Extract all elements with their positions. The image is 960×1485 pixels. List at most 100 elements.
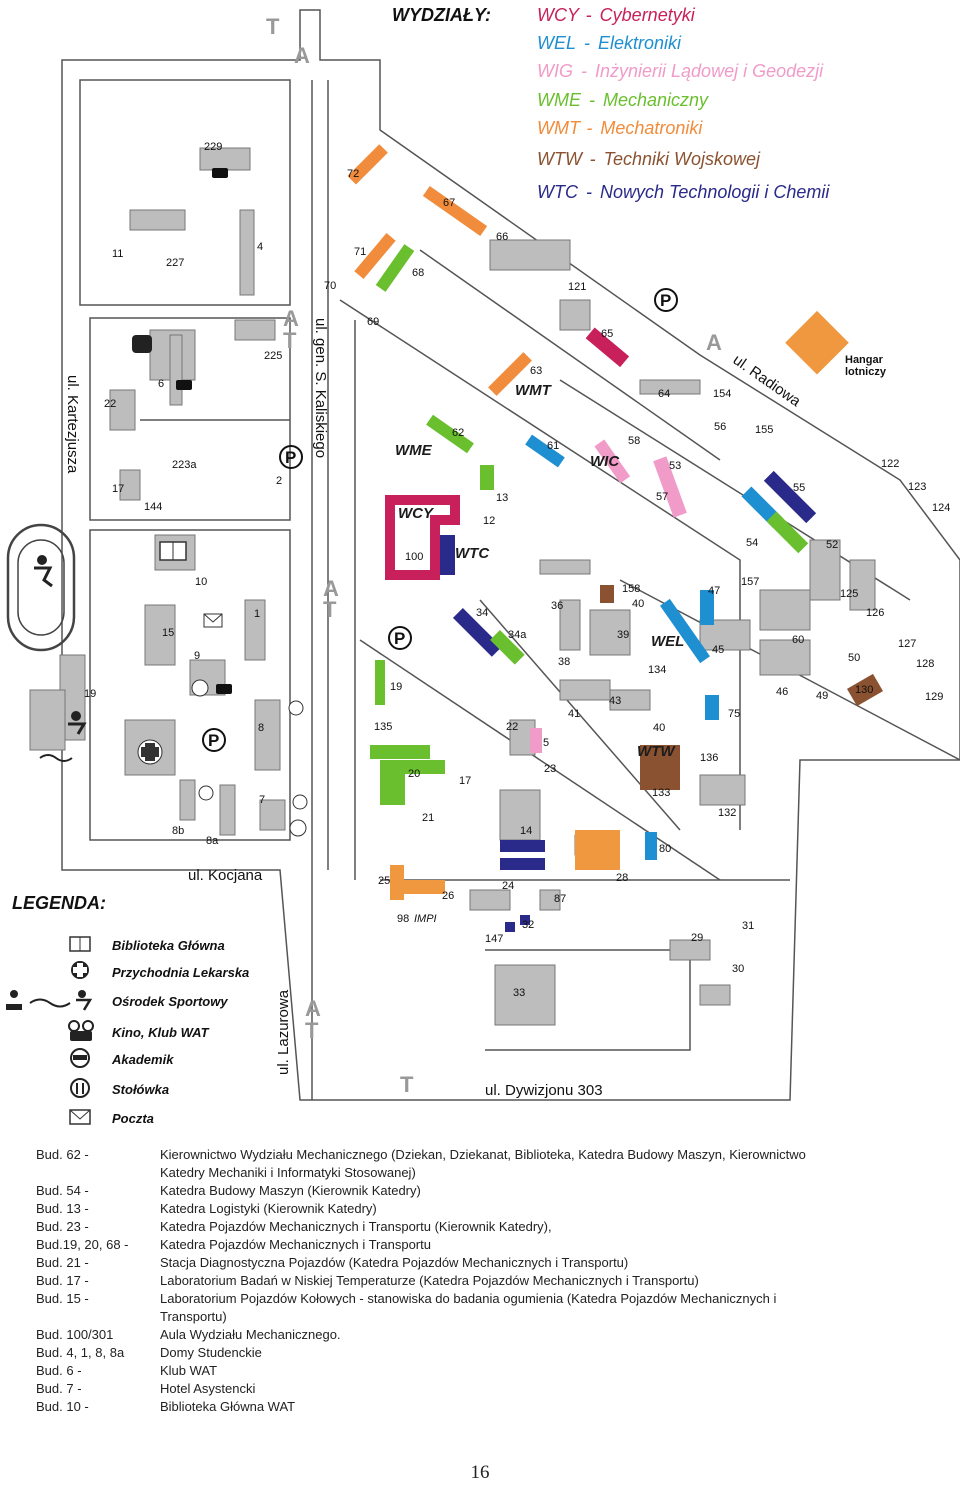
bed-icon — [292, 794, 308, 810]
street-dywizjonu: ul. Dywizjonu 303 — [485, 1082, 603, 1099]
note-key: Bud. 13 - — [36, 1201, 89, 1216]
svg-text:147: 147 — [485, 933, 503, 945]
svg-text:14: 14 — [520, 825, 532, 837]
book-icon — [159, 541, 187, 561]
label-wme: WME — [395, 442, 433, 459]
svg-text:229: 229 — [204, 141, 222, 153]
svg-text:133: 133 — [652, 787, 670, 799]
svg-text:13: 13 — [496, 492, 508, 504]
svg-text:20: 20 — [408, 768, 420, 780]
svg-text:100: 100 — [405, 551, 423, 563]
svg-text:50: 50 — [848, 652, 860, 664]
cinema-projector-icon — [132, 335, 152, 353]
note-key: Bud. 4, 1, 8, 8a — [36, 1345, 125, 1360]
svg-text:155: 155 — [755, 424, 773, 436]
svg-text:227: 227 — [166, 257, 184, 269]
svg-text:134: 134 — [648, 664, 666, 676]
note-row: Bud. 13 - Katedra Logistyki (Kierownik Ka… — [36, 1200, 936, 1218]
faculty-code: WME — [537, 90, 582, 110]
cafe-icon — [216, 684, 232, 694]
hangar-label-2: lotniczy — [845, 366, 887, 378]
note-row: Bud. 6 -Klub WAT — [36, 1362, 936, 1380]
legend-item-label: Poczta — [112, 1111, 154, 1126]
tram-stop-icon: T — [283, 328, 297, 353]
svg-text:40: 40 — [653, 722, 665, 734]
sports-icon — [6, 990, 93, 1011]
note-row: Bud. 21 -Stacja Diagnostyczna Pojazdów (… — [36, 1254, 936, 1272]
svg-text:19: 19 — [390, 681, 402, 693]
svg-text:136: 136 — [700, 752, 718, 764]
svg-text:1: 1 — [254, 608, 260, 620]
legend-item-label: Ośrodek Sportowy — [112, 994, 228, 1009]
tram-stop-icon: T — [305, 1018, 319, 1043]
svg-text:31: 31 — [742, 920, 754, 932]
svg-text:135: 135 — [374, 721, 392, 733]
hangar-label: Hangar — [845, 354, 884, 366]
cutlery-icon — [289, 819, 307, 837]
legend-item-label: Przychodnia Lekarska — [112, 965, 249, 980]
svg-text:34: 34 — [476, 607, 488, 619]
note-value: Transportu) — [160, 1309, 227, 1324]
note-key: Bud.19, 20, 68 - — [36, 1237, 129, 1252]
svg-text:WME-Mechaniczny: WME-Mechaniczny — [537, 90, 709, 110]
note-row: Bud. 15 -Laboratorium Pojazdów Kołowych … — [36, 1290, 936, 1308]
svg-text:32: 32 — [522, 919, 534, 931]
cafe-icon — [176, 380, 192, 390]
tram-stop-icon: T — [323, 597, 337, 622]
svg-text:WTC-Nowych Technologii i Chemi: WTC-Nowych Technologii i Chemii — [537, 182, 830, 202]
note-value: Katedra Logistyki (Kierownik Katedry) — [160, 1201, 377, 1216]
note-row: Bud. 10 -Biblioteka Główna WAT — [36, 1398, 936, 1416]
medical-cross-icon — [137, 739, 163, 765]
svg-text:132: 132 — [718, 807, 736, 819]
parking-icon: P — [660, 291, 671, 310]
note-key: Bud. 7 - — [36, 1381, 82, 1396]
svg-text:56: 56 — [714, 421, 726, 433]
svg-text:67: 67 — [443, 197, 455, 209]
cafe-icon — [212, 168, 228, 178]
svg-text:49: 49 — [816, 690, 828, 702]
note-key: Bud. 21 - — [36, 1255, 89, 1270]
svg-text:43: 43 — [609, 695, 621, 707]
faculties-heading: WYDZIAŁY: — [392, 5, 491, 25]
bed-icon — [288, 700, 304, 716]
legend-item-label: Akademik — [111, 1052, 174, 1067]
svg-text:8a: 8a — [206, 835, 219, 847]
envelope-icon — [203, 613, 223, 628]
cinema-projector-icon — [68, 1020, 94, 1041]
svg-text:34a: 34a — [508, 629, 527, 641]
svg-text:5: 5 — [543, 737, 549, 749]
svg-text:WEL-Elektroniki: WEL-Elektroniki — [537, 33, 682, 53]
svg-text:225: 225 — [264, 350, 282, 362]
note-row: Bud. 7 -Hotel Asystencki — [36, 1380, 936, 1398]
faculty-area-labels: WME WCY WTC WMT WIC WEL WTW — [395, 382, 684, 760]
note-value: Biblioteka Główna WAT — [160, 1399, 296, 1414]
svg-text:154: 154 — [713, 388, 731, 400]
svg-text:21: 21 — [422, 812, 434, 824]
legend-item-label: Stołówka — [112, 1082, 169, 1097]
svg-text:66: 66 — [496, 231, 508, 243]
svg-text:10: 10 — [195, 576, 207, 588]
note-value: Klub WAT — [160, 1363, 218, 1378]
note-row: Bud. 62 -Kierownictwo Wydziału Mechanicz… — [36, 1146, 936, 1164]
svg-text:125: 125 — [840, 588, 858, 600]
transit-stop-markers: T A A T A A T A T T — [266, 14, 722, 1097]
svg-text:22: 22 — [104, 398, 116, 410]
svg-text:71: 71 — [354, 246, 366, 258]
svg-text:60: 60 — [792, 634, 804, 646]
svg-text:WCY-Cybernetyki: WCY-Cybernetyki — [537, 5, 696, 25]
faculty-code: WIG — [537, 61, 573, 81]
faculty-name: Mechatroniki — [600, 118, 703, 138]
svg-text:45: 45 — [712, 644, 724, 656]
svg-text:WMT-Mechatroniki: WMT-Mechatroniki — [537, 118, 703, 138]
bed-icon — [70, 1048, 90, 1068]
label-wmt: WMT — [515, 382, 553, 399]
svg-text:122: 122 — [881, 458, 899, 470]
svg-text:70: 70 — [324, 280, 336, 292]
note-key: Bud. 15 - — [36, 1291, 89, 1306]
swimming-icon — [39, 754, 73, 762]
faculty-code: WEL — [537, 33, 576, 53]
svg-text:41: 41 — [568, 708, 580, 720]
note-value: Katedra Budowy Maszyn (Kierownik Katedry… — [160, 1183, 421, 1198]
label-wtw: WTW — [637, 743, 676, 760]
